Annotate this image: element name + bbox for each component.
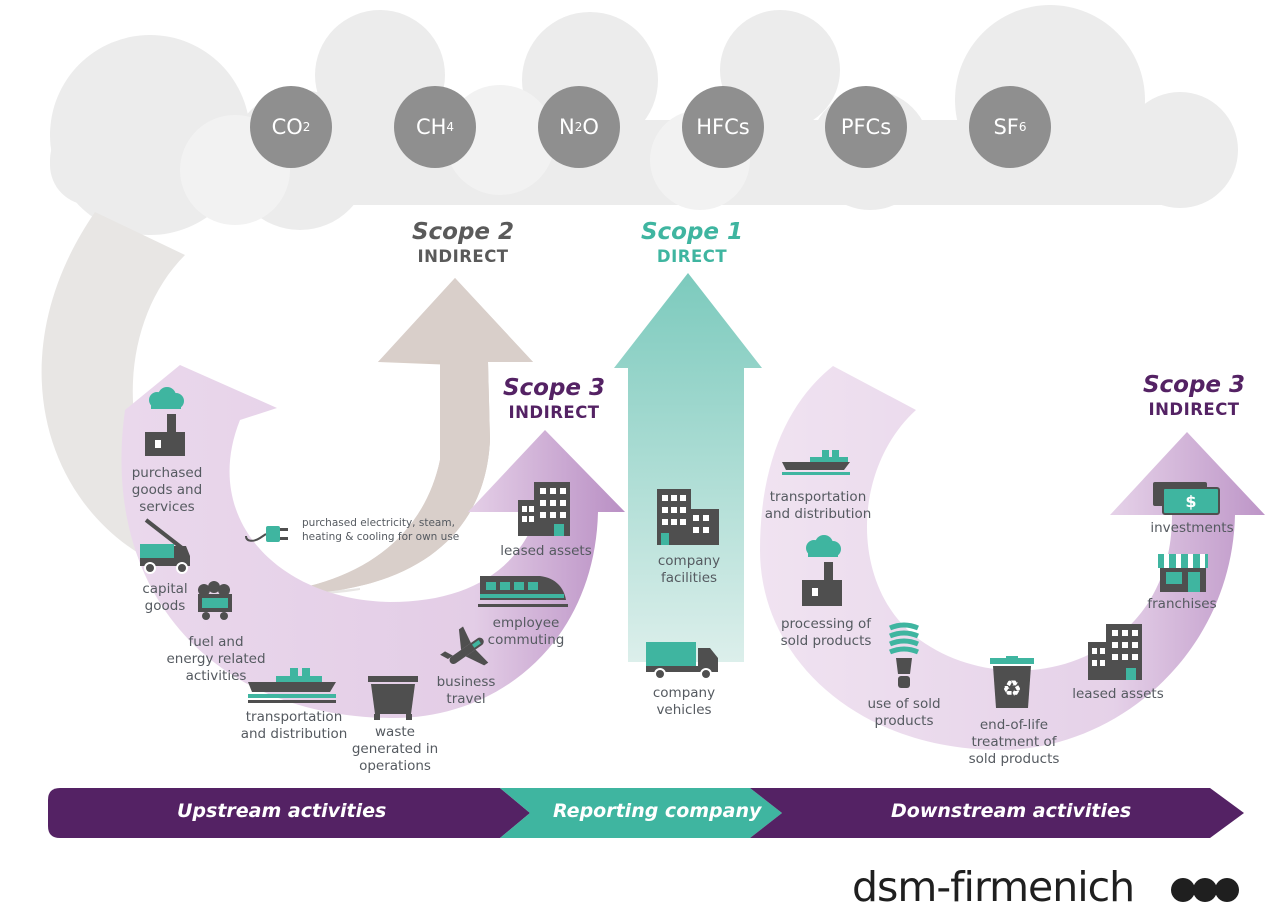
downstream-band [750,788,1244,838]
reporting-band [500,788,782,838]
ship-icon [248,668,336,703]
label-transport-downstream: transportation and distribution [764,489,872,522]
label-leased-assets-upstream: leased assets [500,543,592,559]
scope1-subtitle: DIRECT [656,247,728,266]
scope2-heading: Scope 2 INDIRECT [403,218,523,268]
band-reporting-label: Reporting company [553,800,762,822]
scope3-upstream-heading: Scope 3 INDIRECT [494,374,614,424]
scope3-downstream-heading: Scope 3 INDIRECT [1134,371,1254,421]
gas-hfcs: HFCs [682,86,764,168]
label-employee-commuting: employee commuting [487,615,565,648]
label-company-vehicles: company vehicles [652,685,716,718]
coal-cart-icon [198,581,232,620]
building-icon-downstream [1088,624,1142,680]
label-investments: investments [1150,520,1234,536]
band-upstream-label: Upstream activities [177,800,387,822]
brand-logo: dsm-firmenich [852,863,1135,911]
scope1-heading: Scope 1 DIRECT [634,218,750,268]
label-company-facilities: company facilities [657,553,721,586]
svg-text:♻: ♻ [1002,677,1022,702]
label-purchased-goods: purchased goods and services [131,465,203,515]
label-use-of-sold-products: use of sold products [867,696,941,729]
label-franchises: franchises [1147,596,1217,612]
recycle-bin-icon: ♻ [990,656,1034,708]
label-leased-assets-downstream: leased assets [1072,686,1164,702]
label-transport-upstream: transportation and distribution [240,709,348,742]
svg-text:$: $ [1185,492,1196,511]
building-icon [518,482,570,536]
label-waste: waste generated in operations [351,724,439,774]
truck-icon [646,642,718,680]
label-capital-goods: capital goods [142,581,188,614]
company-building-icon [657,489,719,545]
label-business-travel: business travel [436,674,496,707]
label-end-of-life: end-of-life treatment of sold products [968,717,1060,767]
scope3-downstream-subtitle: INDIRECT [1148,400,1240,419]
scope2-title: Scope 2 [411,219,515,245]
train-icon [478,576,568,607]
scope2-subtitle: INDIRECT [417,247,509,266]
factory-icon [145,387,185,456]
label-purchased-electricity: purchased electricity, steam, heating & … [302,517,460,543]
factory-icon-downstream [802,535,842,606]
scope3-upstream-subtitle: INDIRECT [508,403,600,422]
band-downstream-label: Downstream activities [891,800,1132,822]
ship-icon-downstream [782,450,850,475]
scope1-title: Scope 1 [640,219,744,245]
brand-dots-icon [1171,878,1239,902]
airplane-icon [440,626,489,666]
upstream-band [48,788,530,838]
label-processing: processing of sold products [780,616,872,649]
gas-pfcs: PFCs [825,86,907,168]
shop-icon [1158,554,1208,592]
scope3-downstream-title: Scope 3 [1142,372,1246,398]
label-fuel-energy: fuel and energy related activities [166,634,266,684]
waste-bin-icon [368,676,418,720]
scope3-upstream-arrow [121,365,625,719]
plug-icon [245,526,288,542]
scope1-arrow [614,273,762,662]
cash-icon: $ [1153,482,1220,515]
scope3-upstream-title: Scope 3 [502,375,606,401]
light-bulb-icon [889,622,919,688]
crane-truck-icon [140,518,190,574]
